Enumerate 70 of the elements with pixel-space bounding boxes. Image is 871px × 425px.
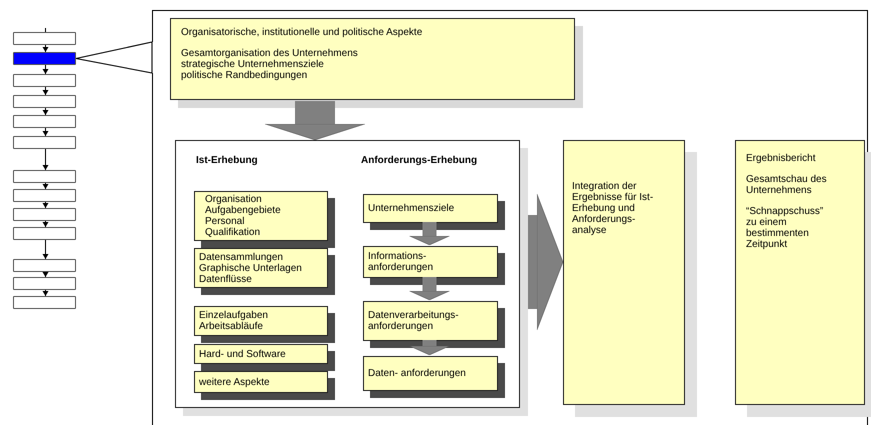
box-text: Qualifikation (205, 227, 262, 238)
item-box (363, 246, 498, 278)
highlighted-step-box (13, 52, 76, 65)
box-heading: Ergebnisbericht (746, 153, 816, 164)
box-text: Personal (205, 216, 246, 227)
step-box (13, 189, 76, 202)
detail-frame (152, 10, 868, 425)
box-text: Einzelaufgaben (199, 310, 269, 321)
block-arrow (409, 340, 450, 356)
arrow (42, 108, 48, 116)
box-text: “Schnappschuss” zu einem bestimmenten Zeitpunkt (746, 206, 824, 250)
step-box (13, 277, 76, 290)
block-arrow (264, 101, 366, 140)
box-text: strategische Unternehmensziele (181, 59, 325, 70)
item-box (194, 344, 328, 364)
item-box (363, 194, 498, 223)
item-box (194, 248, 328, 288)
step-box (13, 208, 76, 221)
item-box (194, 191, 328, 241)
box-text: weitere Aspekte (199, 376, 271, 388)
integration-box (563, 140, 685, 405)
box-text: Unternehmensziele (368, 203, 456, 214)
item-box (194, 371, 328, 393)
box-text: Gesamtschau des Unternehmens (746, 174, 828, 196)
box-text: Arbeitsabläufe (199, 321, 264, 332)
arrow (42, 148, 48, 170)
arrow (42, 272, 48, 278)
box-heading: Organisatorische, institutionelle und politische Aspekte (181, 27, 424, 38)
box-text: Organisation (205, 194, 263, 205)
arrow (42, 202, 48, 208)
step-box (13, 32, 76, 45)
step-box (13, 296, 76, 309)
arrow (42, 220, 48, 228)
aspects-box (170, 18, 575, 100)
arrow (42, 128, 48, 136)
arrow (42, 240, 48, 260)
box-text: Aufgabengebiete (205, 205, 282, 216)
column-heading: Ist-Erhebung (196, 155, 258, 166)
column-heading: Anforderungs-Erhebung (361, 155, 478, 166)
step-box (13, 115, 76, 128)
arrow (42, 290, 48, 296)
step-box (13, 259, 76, 272)
box-text: Graphische Unterlagen (199, 262, 303, 274)
step-box (13, 74, 76, 87)
block-arrow (409, 277, 450, 300)
box-text: Gesamtorganisation des Unternehmens (181, 48, 359, 59)
item-box (363, 301, 498, 341)
callout-pointer (76, 42, 152, 74)
step-box (13, 227, 76, 240)
item-box (194, 306, 328, 336)
arrow (42, 44, 48, 52)
box-text: Datenverarbeitungs- anforderungen (368, 310, 460, 332)
box-text: Daten- anforderungen (368, 368, 467, 379)
step-box (13, 95, 76, 108)
block-arrow (409, 222, 450, 246)
step-box (13, 170, 76, 183)
survey-panel (175, 140, 520, 408)
box-text: Hard- und Software (199, 348, 287, 360)
box-text: Informations- anforderungen (368, 251, 434, 273)
step-box (13, 136, 76, 149)
box-text: politische Randbedingungen (181, 70, 308, 81)
box-text: Datensammlungen (199, 252, 283, 262)
box-text: Datenflüsse (199, 274, 253, 284)
arrow (42, 182, 48, 190)
item-box (363, 356, 498, 391)
arrow (42, 86, 48, 96)
report-box (735, 140, 865, 405)
block-arrow (528, 194, 564, 330)
box-text: Integration der Ergebnisse für Ist-Erhebung und Anforderungs- analyse (572, 181, 654, 236)
arrow (42, 64, 48, 74)
